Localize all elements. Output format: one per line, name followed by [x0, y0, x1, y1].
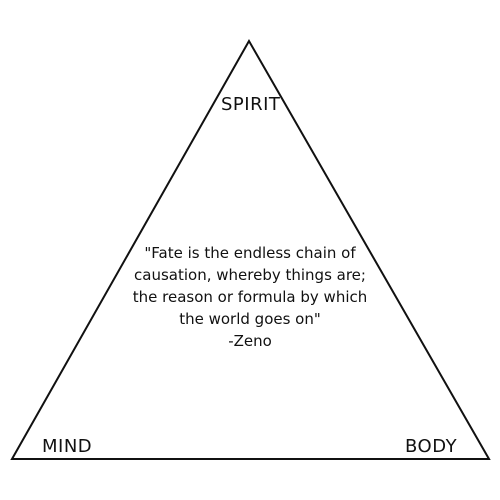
body-label: BODY [405, 436, 458, 457]
mind-label: MIND [42, 436, 93, 457]
quote-line: the world goes on" [179, 310, 321, 328]
quote-line: "Fate is the endless chain of [144, 244, 356, 262]
spirit-label: SPIRIT [221, 94, 281, 115]
quote-block: "Fate is the endless chain of causation,… [110, 242, 390, 352]
triangle-outline [10, 38, 491, 460]
quote-line: the reason or formula by which [132, 288, 368, 306]
quote-line: causation, whereby things are; [134, 266, 366, 284]
quote-attribution: -Zeno [228, 332, 272, 350]
